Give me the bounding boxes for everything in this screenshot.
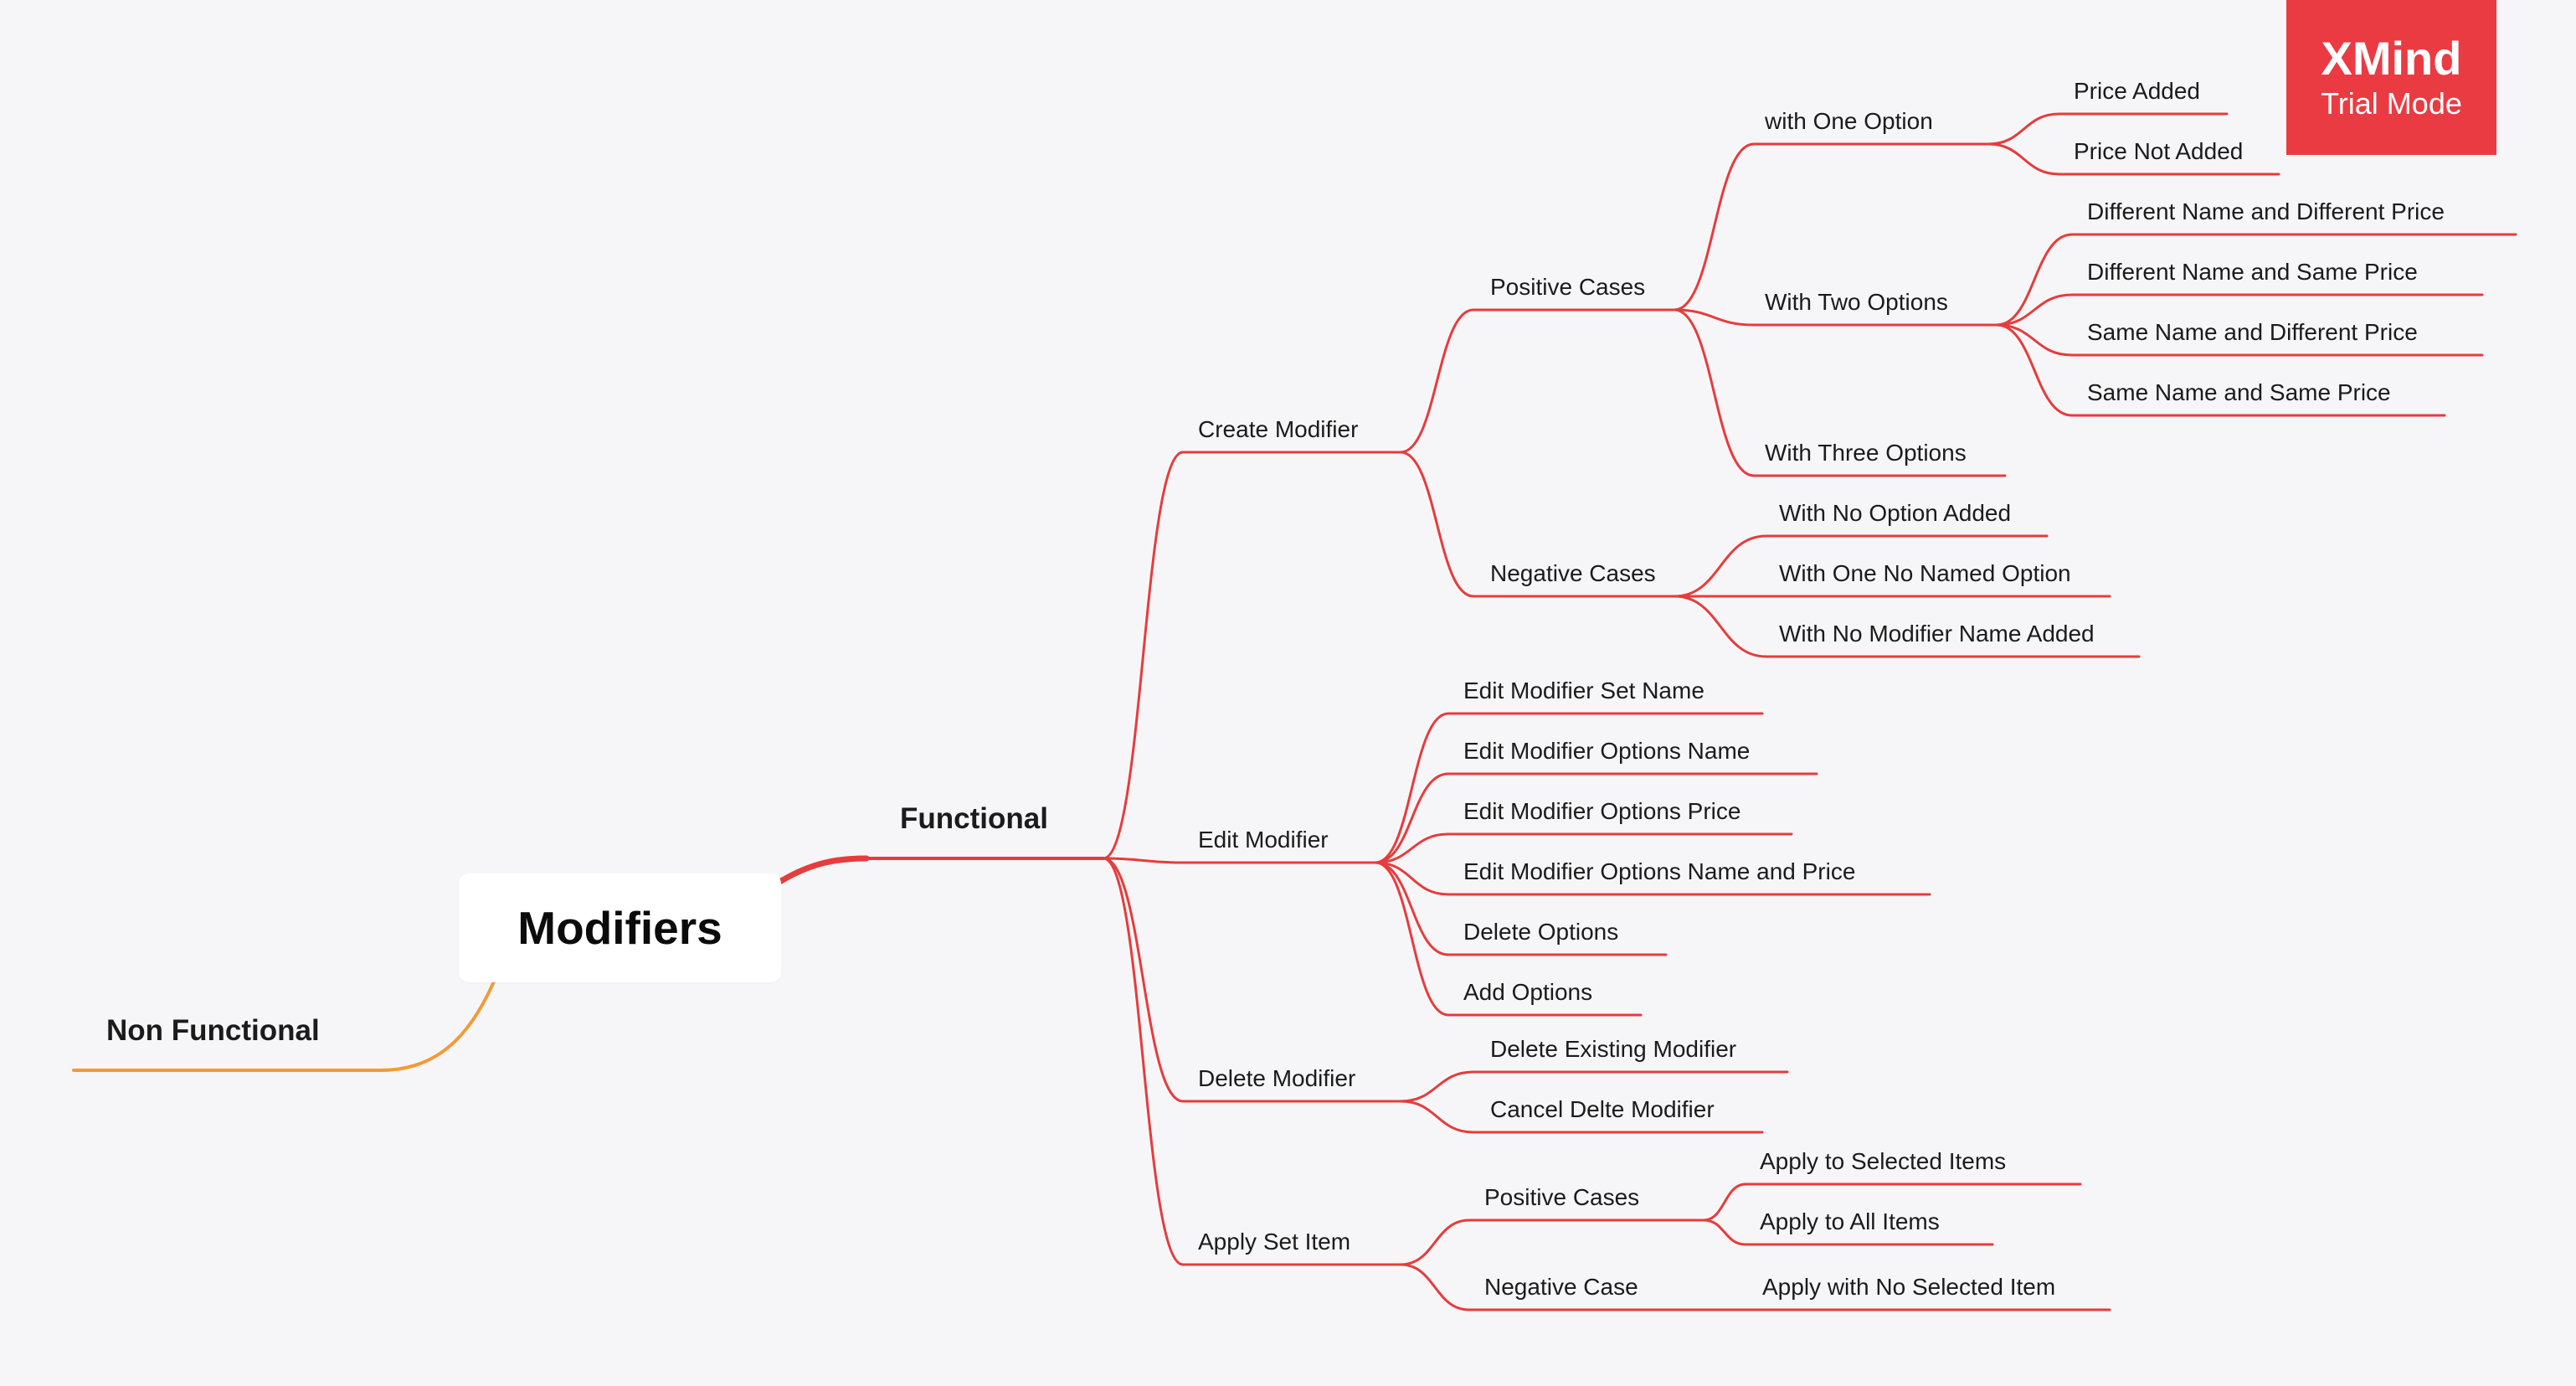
branch-curve bbox=[1673, 308, 1756, 327]
topic-with-one-option[interactable]: with One Option bbox=[1765, 108, 1933, 134]
topic-functional[interactable]: Functional bbox=[900, 802, 1048, 835]
leaf-with-two-options[interactable]: Different Name and Same Price bbox=[2087, 259, 2418, 285]
branch-curve bbox=[1673, 595, 1768, 658]
leaf-apply-negative-case[interactable]: Apply with No Selected Item bbox=[1762, 1274, 2056, 1300]
branch-curve bbox=[1987, 142, 2061, 176]
branch-curve bbox=[1374, 861, 1450, 896]
branch-curve bbox=[1673, 308, 1756, 477]
branch-curve bbox=[1399, 1070, 1475, 1103]
leaf-apply-positive-case[interactable]: Apply to All Items bbox=[1760, 1208, 1940, 1234]
branch-curve bbox=[1995, 323, 2074, 417]
topic-create-negative-cases[interactable]: Negative Cases bbox=[1490, 560, 1656, 586]
leaf-create-negative-case[interactable]: With No Option Added bbox=[1779, 500, 2012, 526]
leaf-with-two-options[interactable]: Same Name and Different Price bbox=[2087, 319, 2418, 345]
leaf-with-one-option[interactable]: Price Added bbox=[2074, 78, 2200, 104]
topic-apply-set-item[interactable]: Apply Set Item bbox=[1198, 1229, 1351, 1255]
leaf-edit-modifier[interactable]: Add Options bbox=[1463, 979, 1593, 1005]
branch-curve bbox=[1374, 832, 1450, 864]
branch-curve bbox=[1399, 308, 1475, 454]
branch-curve bbox=[1995, 233, 2074, 327]
branch-curve bbox=[1374, 772, 1450, 864]
topic-edit-modifier[interactable]: Edit Modifier bbox=[1198, 827, 1329, 853]
branch-curve bbox=[1987, 112, 2061, 146]
leaf-edit-modifier[interactable]: Delete Options bbox=[1463, 919, 1619, 945]
branch-curve bbox=[1374, 712, 1450, 864]
leaf-apply-positive-case[interactable]: Apply to Selected Items bbox=[1760, 1148, 2007, 1174]
leaf-edit-modifier[interactable]: Edit Modifier Options Name bbox=[1463, 738, 1751, 764]
branch-curve bbox=[1399, 1219, 1471, 1266]
branch-curve bbox=[1702, 1182, 1747, 1222]
topic-with-two-options[interactable]: With Two Options bbox=[1765, 289, 1948, 315]
topic-create-modifier[interactable]: Create Modifier bbox=[1198, 416, 1359, 442]
branch-curve bbox=[1102, 857, 1185, 1266]
branch-curve bbox=[1673, 142, 1756, 312]
leaf-delete-modifier[interactable]: Cancel Delte Modifier bbox=[1490, 1096, 1715, 1122]
branch-curve bbox=[1374, 861, 1450, 1017]
leaf-create-negative-case[interactable]: With No Modifier Name Added bbox=[1779, 621, 2095, 647]
leaf-with-two-options[interactable]: Same Name and Same Price bbox=[2087, 379, 2391, 405]
leaf-delete-modifier[interactable]: Delete Existing Modifier bbox=[1490, 1036, 1737, 1062]
branch-curve bbox=[1399, 1263, 1471, 1311]
trial-mode-label: Trial Mode bbox=[2321, 86, 2462, 121]
branch-curve bbox=[1102, 857, 1185, 864]
branch-curve bbox=[1702, 1219, 1747, 1246]
leaf-edit-modifier[interactable]: Edit Modifier Options Price bbox=[1463, 798, 1741, 824]
topic-with-three-options[interactable]: With Three Options bbox=[1765, 440, 1967, 466]
functional-connector bbox=[778, 855, 870, 884]
non-functional-connector bbox=[72, 980, 496, 1072]
branch-curve bbox=[1399, 1100, 1475, 1134]
leaf-with-two-options[interactable]: Different Name and Different Price bbox=[2087, 198, 2445, 224]
trial-badge[interactable]: XMind Trial Mode bbox=[2286, 0, 2496, 155]
branch-curve bbox=[1673, 534, 1768, 598]
topic-create-positive-cases[interactable]: Positive Cases bbox=[1490, 274, 1646, 300]
central-topic[interactable]: Modifiers bbox=[459, 873, 781, 982]
topic-apply-negative-case[interactable]: Negative Case bbox=[1484, 1274, 1638, 1300]
topic-apply-positive-cases[interactable]: Positive Cases bbox=[1484, 1184, 1640, 1210]
topic-non-functional[interactable]: Non Functional bbox=[106, 1014, 320, 1047]
leaf-create-negative-case[interactable]: With One No Named Option bbox=[1779, 560, 2071, 586]
leaf-with-one-option[interactable]: Price Not Added bbox=[2074, 138, 2244, 164]
branch-curve bbox=[1995, 323, 2074, 357]
topic-delete-modifier[interactable]: Delete Modifier bbox=[1198, 1065, 1356, 1091]
branch-curve bbox=[1374, 861, 1450, 956]
leaf-edit-modifier[interactable]: Edit Modifier Set Name bbox=[1463, 678, 1704, 703]
branch-curve bbox=[1102, 857, 1185, 1103]
branch-curve bbox=[1102, 451, 1185, 860]
leaf-edit-modifier[interactable]: Edit Modifier Options Name and Price bbox=[1463, 858, 1856, 884]
branch-curve bbox=[1995, 293, 2074, 327]
branch-curve bbox=[1399, 451, 1475, 598]
brand-name: XMind bbox=[2321, 32, 2462, 85]
